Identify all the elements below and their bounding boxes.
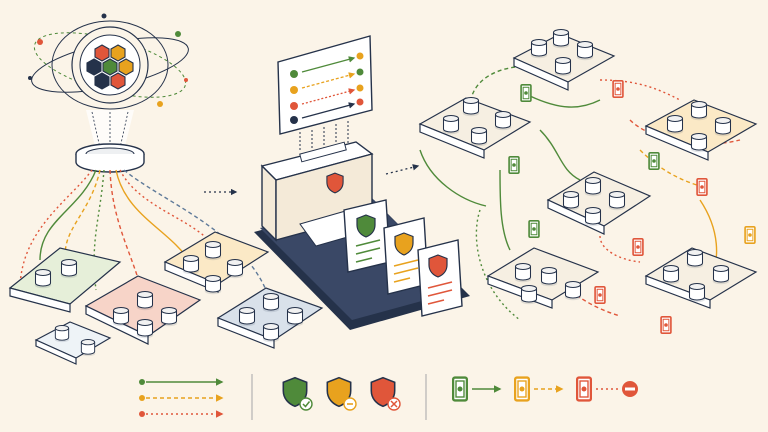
legend-line-styles [139,378,224,418]
policy-card-allow [343,199,391,273]
hub-funnel [75,110,145,173]
policy-card-deny [417,239,463,317]
flow-arrow-to-network [385,164,420,175]
shield-check-icon [282,376,313,411]
network-platforms [418,33,758,309]
hexagon-cluster-icon [86,44,134,90]
policy-cards [343,199,463,317]
shield-x-icon [370,376,401,411]
policy-rule-board [277,35,373,150]
legend-gate-flow [452,376,638,402]
legend [139,374,638,420]
shield-minus-icon [326,376,357,411]
no-entry-icon [622,381,638,397]
